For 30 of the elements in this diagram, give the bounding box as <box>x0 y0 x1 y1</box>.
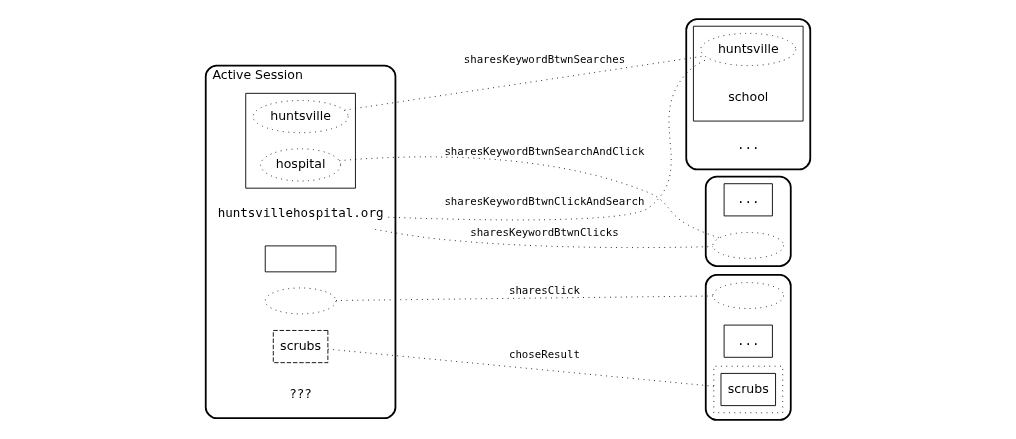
edge-label: sharesKeywordBtwnClickAndSearch <box>444 194 645 208</box>
cluster <box>685 18 812 171</box>
node-text: huntsvillehospital.org <box>217 204 384 220</box>
edge-label: sharesKeywordBtwnSearches <box>463 53 626 67</box>
edge-label: sharesClick <box>508 284 580 298</box>
node-ellipse <box>264 287 337 315</box>
node-ellipse: hospital <box>260 148 342 182</box>
node-ellipse <box>712 282 785 309</box>
edge-label: sharesKeywordBtwnClicks <box>470 226 619 240</box>
cluster <box>704 274 792 421</box>
cluster <box>713 365 784 414</box>
edge-label: choseResult <box>508 347 580 361</box>
node-box: scrubs <box>720 372 776 407</box>
node-ellipse <box>712 232 785 259</box>
cluster <box>704 175 792 267</box>
node-text: ... <box>736 137 760 153</box>
node-text: school <box>728 89 769 105</box>
node-box: ... <box>723 324 773 358</box>
node-ellipse: huntsville <box>700 32 797 67</box>
node-text: ??? <box>289 386 312 402</box>
node-ellipse: huntsville <box>252 100 349 134</box>
cluster <box>245 92 356 189</box>
connector <box>374 228 714 249</box>
connector <box>344 55 705 111</box>
node-box: ... <box>723 183 773 217</box>
connector <box>338 156 720 239</box>
node-box <box>264 245 337 273</box>
node-box: scrubs <box>272 330 329 364</box>
cluster <box>692 25 804 122</box>
edge-label: sharesKeywordBtwnSearchAndClick <box>444 144 645 158</box>
